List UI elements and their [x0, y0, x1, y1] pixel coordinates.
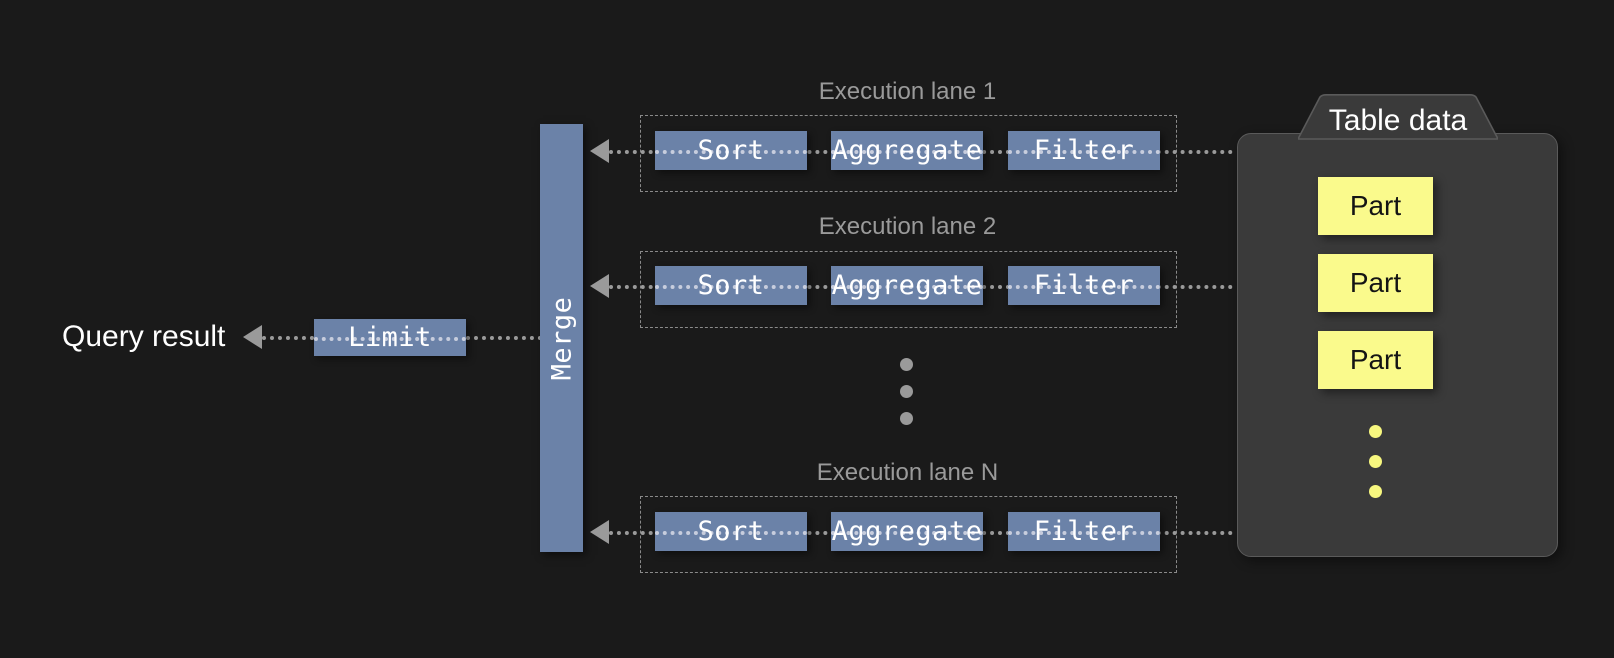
arrowhead-to-query-result: [243, 325, 262, 349]
lane-n-operator-sort[interactable]: Sort: [655, 512, 807, 551]
ellipsis-dot: [1369, 485, 1382, 498]
part-box-1-label: Part: [1349, 190, 1402, 221]
connector-through-lane-1-aggregate: [831, 150, 983, 154]
connector-through-lane-2-aggregate: [831, 285, 983, 289]
lane-n-operator-filter[interactable]: Filter: [1008, 512, 1160, 551]
connector-through-limit: [314, 337, 466, 341]
lane-2-operator-filter[interactable]: Filter: [1008, 266, 1160, 305]
part-box-3-label: Part: [1349, 344, 1402, 375]
lane-2-operator-sort[interactable]: Sort: [655, 266, 807, 305]
lane-title-1: Execution lane 1: [818, 78, 997, 105]
lane-n-operator-filter-label: Filter: [1033, 516, 1135, 547]
part-ellipsis-icon: [1369, 425, 1382, 498]
lane-2-operator-aggregate[interactable]: Aggregate: [831, 266, 983, 305]
operator-limit-label: Limit: [348, 322, 432, 353]
connector-through-lane-2-filter: [1008, 285, 1160, 289]
ellipsis-dot: [1369, 455, 1382, 468]
table-data-title: Table data: [1328, 104, 1468, 137]
query-result-label: Query result: [62, 320, 226, 353]
lane-1-operator-sort[interactable]: Sort: [655, 131, 807, 170]
connector-through-lane-n-sort: [655, 531, 807, 535]
ellipsis-dot: [900, 385, 913, 398]
lane-n-operator-aggregate-label: Aggregate: [831, 516, 983, 547]
lane-1-operator-sort-label: Sort: [697, 135, 765, 166]
lane-ellipsis-icon: [900, 358, 913, 425]
part-box-2[interactable]: Part: [1318, 254, 1433, 312]
arrowhead-lane-1-to-merge: [590, 139, 609, 163]
lane-2-operator-filter-label: Filter: [1033, 270, 1135, 301]
ellipsis-dot: [900, 412, 913, 425]
lane-1-operator-aggregate[interactable]: Aggregate: [831, 131, 983, 170]
lane-1-operator-aggregate-label: Aggregate: [831, 135, 983, 166]
ellipsis-dot: [1369, 425, 1382, 438]
lane-n-operator-sort-label: Sort: [697, 516, 765, 547]
lane-1-operator-filter-label: Filter: [1033, 135, 1135, 166]
connector-limit-to-query-result: [262, 336, 314, 340]
arrowhead-lane-n-to-merge: [590, 520, 609, 544]
lane-2-operator-sort-label: Sort: [697, 270, 765, 301]
connector-through-lane-n-aggregate: [831, 531, 983, 535]
operator-merge[interactable]: Merge: [540, 124, 583, 552]
lane-2-operator-aggregate-label: Aggregate: [831, 270, 983, 301]
connector-through-lane-2-sort: [655, 285, 807, 289]
lane-frame-2: [640, 251, 1177, 328]
connector-through-lane-1-sort: [655, 150, 807, 154]
lane-title-2: Execution lane 2: [818, 213, 997, 240]
connector-through-lane-1-filter: [1008, 150, 1160, 154]
arrowhead-lane-2-to-merge: [590, 274, 609, 298]
operator-limit[interactable]: Limit: [314, 319, 466, 356]
operator-merge-label: Merge: [546, 296, 577, 380]
connector-through-lane-n-filter: [1008, 531, 1160, 535]
part-box-1[interactable]: Part: [1318, 177, 1433, 235]
lane-title-n: Execution lane N: [816, 459, 999, 486]
part-box-3[interactable]: Part: [1318, 331, 1433, 389]
lane-n-operator-aggregate[interactable]: Aggregate: [831, 512, 983, 551]
ellipsis-dot: [900, 358, 913, 371]
table-data-tab-shape: [1298, 94, 1498, 140]
connector-merge-to-limit: [466, 336, 542, 340]
part-box-2-label: Part: [1349, 267, 1402, 298]
lane-1-operator-filter[interactable]: Filter: [1008, 131, 1160, 170]
